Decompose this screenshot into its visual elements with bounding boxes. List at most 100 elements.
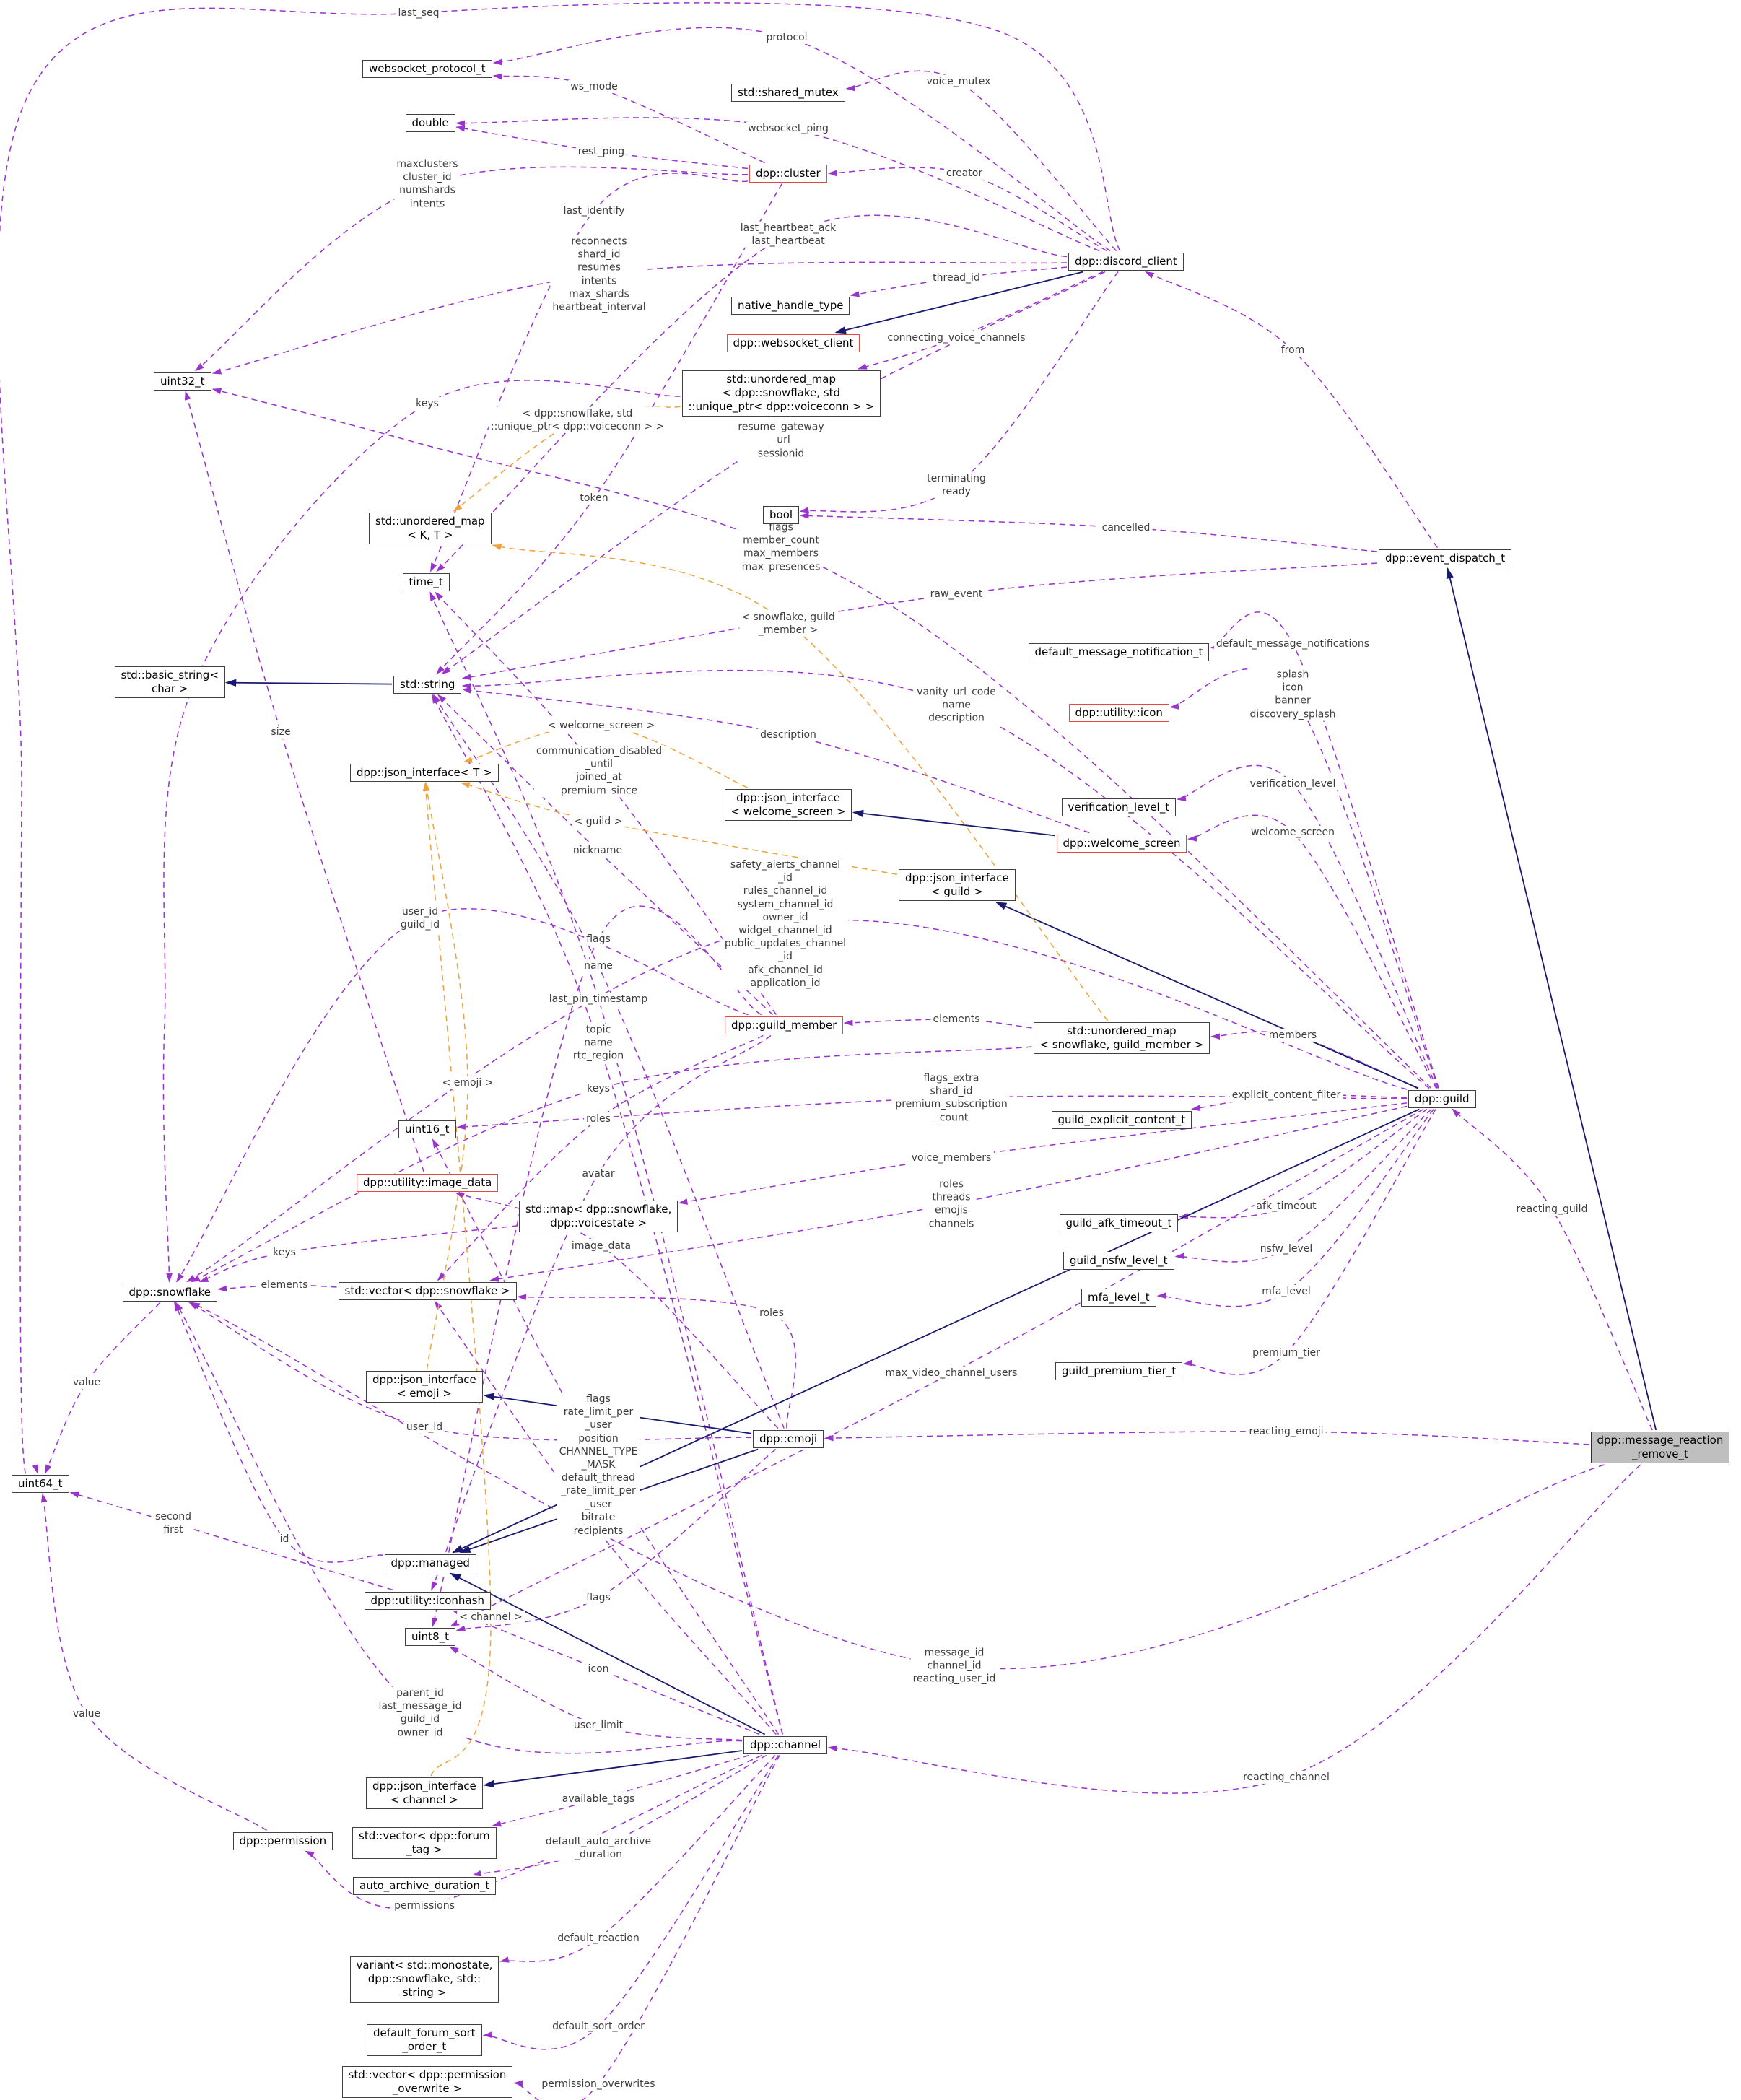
class-node-label-line: char > <box>151 682 188 696</box>
usage-edge-iconhash-to-uint64 <box>69 1491 393 1591</box>
edge-label-guild-to-uint8: max_video_channel_users <box>883 1366 1020 1380</box>
class-node-label-line: std::unordered_map <box>726 372 837 385</box>
class-node-label-line: std::vector< dpp::snowflake > <box>344 1284 510 1297</box>
edge-label-guild-to-uint16: flags_extra shard_id premium_subscriptio… <box>893 1071 1010 1125</box>
class-node-time_t[interactable]: time_t <box>402 572 450 591</box>
class-node-channel[interactable]: dpp::channel <box>743 1735 828 1754</box>
class-node-shared_mutex[interactable]: std::shared_mutex <box>731 83 845 102</box>
class-node-vec_perm_ow[interactable]: std::vector< dpp::permission_overwrite > <box>341 2066 513 2099</box>
class-node-vec_forumtag[interactable]: std::vector< dpp::forum_tag > <box>352 1827 497 1860</box>
usage-edge-discord_client-to-ws_proto <box>492 27 1111 252</box>
edge-label-main-to-guild: reacting_guild <box>1514 1202 1590 1216</box>
class-node-welcome_screen[interactable]: dpp::welcome_screen <box>1056 834 1187 853</box>
class-node-label-line: string > <box>402 1986 447 2000</box>
edge-label-cluster-to-string: token <box>577 491 611 505</box>
class-node-double[interactable]: double <box>405 113 455 132</box>
class-node-map_voicestate[interactable]: std::map< dpp::snowflake,dpp::voicestate… <box>519 1201 678 1233</box>
class-node-uint16[interactable]: uint16_t <box>398 1120 456 1138</box>
class-node-guild_explicit[interactable]: guild_explicit_content_t <box>1051 1110 1192 1129</box>
class-node-vec_snowflake[interactable]: std::vector< dpp::snowflake > <box>338 1281 517 1300</box>
class-node-verification_level[interactable]: verification_level_t <box>1061 798 1177 816</box>
class-node-uint64[interactable]: uint64_t <box>12 1474 69 1493</box>
class-node-guild_member[interactable]: dpp::guild_member <box>725 1016 844 1034</box>
inherit-edge-discord_client-to-ws_client <box>834 271 1084 334</box>
edge-label-guild-to-util_icon: splash icon banner discovery_splash <box>1247 668 1338 721</box>
edge-label-guild-to-umap_gm: members <box>1266 1028 1319 1042</box>
class-node-json_if_ws[interactable]: dpp::json_interface< welcome_screen > <box>724 789 852 822</box>
class-node-label-line: dpp::json_interface <box>372 1373 476 1386</box>
class-node-umap_gm[interactable]: std::unordered_map< snowflake, guild_mem… <box>1033 1022 1210 1055</box>
class-node-label-line: dpp::snowflake, std:: <box>367 1972 481 1986</box>
edge-label-channel-to-vec_perm_ow: permission_overwrites <box>539 2077 658 2091</box>
class-node-label-line: dpp::message_reaction <box>1597 1434 1724 1447</box>
class-node-auto_archive[interactable]: auto_archive_duration_t <box>353 1876 497 1895</box>
edge-label-json_if_ws-to-json_if_t: < welcome_screen > <box>545 718 658 733</box>
class-node-label-line: dpp::snowflake <box>128 1285 211 1299</box>
class-node-label-line: dpp::event_dispatch_t <box>1385 551 1506 565</box>
class-node-afk_timeout_t[interactable]: guild_afk_timeout_t <box>1059 1214 1179 1232</box>
edge-label-channel-to-string: topic name rtc_region <box>570 1023 627 1063</box>
edge-label-umap_gm-to-umap_kt: < snowflake, guild _member > <box>739 610 837 637</box>
class-node-emoji[interactable]: dpp::emoji <box>753 1429 824 1448</box>
class-node-label-line: std::basic_string< <box>121 668 219 681</box>
class-node-discord_client[interactable]: dpp::discord_client <box>1068 252 1184 271</box>
class-node-uint32[interactable]: uint32_t <box>154 372 211 391</box>
class-node-string[interactable]: std::string <box>393 675 462 694</box>
class-node-json_if_guild[interactable]: dpp::json_interface< guild > <box>899 869 1016 902</box>
class-node-label-line: std::map< dpp::snowflake, <box>525 1203 672 1216</box>
class-node-basic_string[interactable]: std::basic_string<char > <box>114 666 225 699</box>
usage-edge-guild-to-map_voicestate <box>678 1102 1408 1205</box>
inherit-edge-welcome_screen-to-json_if_ws <box>852 809 1055 837</box>
class-node-label-line: uint8_t <box>411 1629 449 1643</box>
class-node-native_handle[interactable]: native_handle_type <box>731 296 850 315</box>
class-node-ws_client[interactable]: dpp::websocket_client <box>726 334 860 352</box>
edge-label-emoji-to-image_data: image_data <box>569 1239 634 1253</box>
usage-edge-map_voicestate-to-snowflake <box>198 1225 518 1283</box>
edge-label-main-to-emoji: reacting_emoji <box>1247 1424 1326 1439</box>
class-node-umap_voiceconn[interactable]: std::unordered_map< dpp::snowflake, std:… <box>681 370 881 417</box>
class-node-mfa_level_t[interactable]: mfa_level_t <box>1081 1288 1156 1307</box>
usage-edge-guild_member-to-uint8 <box>431 905 762 1627</box>
class-node-snowflake[interactable]: dpp::snowflake <box>122 1283 217 1302</box>
class-node-label-line: < snowflake, guild_member > <box>1039 1038 1204 1052</box>
edge-label-managed-to-snowflake: id <box>277 1532 292 1546</box>
class-node-json_if_emoji[interactable]: dpp::json_interface< emoji > <box>366 1371 483 1403</box>
class-node-iconhash[interactable]: dpp::utility::iconhash <box>364 1591 491 1610</box>
usage-edge-main-to-channel <box>827 1464 1641 1794</box>
class-node-cluster[interactable]: dpp::cluster <box>749 164 827 183</box>
class-node-label-line: default_message_notification_t <box>1034 645 1203 658</box>
class-node-label-line: default_forum_sort <box>373 2026 476 2039</box>
class-node-premium_tier_t[interactable]: guild_premium_tier_t <box>1055 1361 1183 1380</box>
inherit-edge-channel-to-json_if_channel <box>483 1750 743 1788</box>
edge-label-guild_member-to-time_t: communication_disabled _until joined_at … <box>533 744 665 798</box>
class-node-managed[interactable]: dpp::managed <box>384 1554 476 1572</box>
class-node-util_icon[interactable]: dpp::utility::icon <box>1068 703 1169 722</box>
class-node-sort_order_t[interactable]: default_forum_sort_order_t <box>367 2024 482 2057</box>
class-node-ws_proto[interactable]: websocket_protocol_t <box>362 59 492 78</box>
class-node-image_data[interactable]: dpp::utility::image_data <box>357 1173 499 1192</box>
edge-label-permission-to-uint64: value <box>70 1707 103 1721</box>
class-node-umap_kt[interactable]: std::unordered_map< K, T > <box>369 513 492 545</box>
class-node-uint8[interactable]: uint8_t <box>405 1627 455 1646</box>
edge-label-image_data-to-uint32: size <box>269 725 293 739</box>
class-node-dmn_t[interactable]: default_message_notification_t <box>1028 642 1210 661</box>
class-node-json_if_t[interactable]: dpp::json_interface< T > <box>350 763 499 782</box>
class-node-guild[interactable]: dpp::guild <box>1408 1089 1476 1108</box>
class-node-label-line: guild_afk_timeout_t <box>1065 1216 1172 1229</box>
class-node-variant[interactable]: variant< std::monostate,dpp::snowflake, … <box>349 1956 499 2003</box>
class-node-label-line: < guild > <box>931 885 983 899</box>
class-node-label-line: dpp::voicestate > <box>550 1216 647 1230</box>
class-node-bool[interactable]: bool <box>763 505 800 524</box>
class-node-label-line: dpp::emoji <box>759 1432 818 1445</box>
class-node-label-line: dpp::cluster <box>756 166 821 180</box>
edge-label-discord_client-to-uint64: last_seq <box>396 6 442 20</box>
class-node-main[interactable]: dpp::message_reaction_remove_t <box>1590 1432 1730 1464</box>
class-node-label-line: dpp::websocket_client <box>733 336 854 349</box>
usage-edge-channel-to-vec_forumtag <box>492 1754 750 1827</box>
class-node-event_dispatch[interactable]: dpp::event_dispatch_t <box>1379 549 1512 567</box>
class-node-permission[interactable]: dpp::permission <box>232 1831 333 1850</box>
usage-edge-channel-to-variant <box>499 1754 776 1963</box>
class-node-json_if_channel[interactable]: dpp::json_interface< channel > <box>366 1777 483 1810</box>
edge-label-umap_gm-to-snowflake: keys <box>585 1081 612 1096</box>
class-node-nsfw_level_t[interactable]: guild_nsfw_level_t <box>1063 1251 1174 1270</box>
